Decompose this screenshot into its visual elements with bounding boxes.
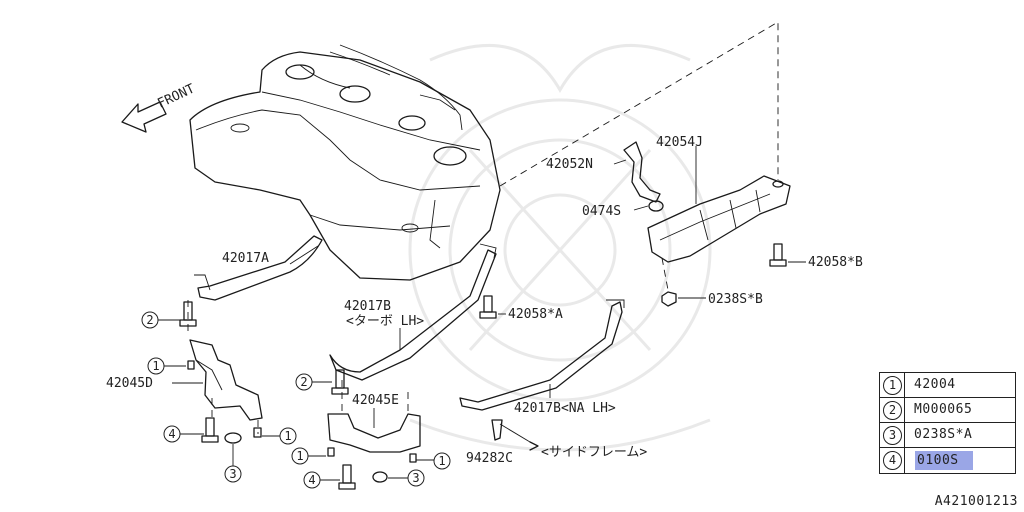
legend-part-number: M000065 — [914, 402, 973, 417]
svg-text:1: 1 — [296, 449, 303, 463]
label-42045d: 42045D — [106, 376, 153, 391]
label-42017b-na: 42017B<NA LH> — [514, 401, 616, 416]
svg-text:2: 2 — [146, 313, 153, 327]
label-42017b: 42017B — [344, 299, 391, 314]
strap-42017b-na: 42017B<NA LH> — [459, 299, 625, 416]
watermark-emblem — [408, 44, 712, 452]
legend-part-number: 42004 — [914, 377, 956, 392]
bracket-42045e: 42045E — [327, 369, 421, 490]
callout-2-mid: 2 — [295, 373, 332, 391]
svg-text:2: 2 — [300, 375, 307, 389]
svg-text:1: 1 — [284, 429, 291, 443]
legend-number: 4 — [883, 451, 902, 470]
svg-text:1: 1 — [438, 454, 445, 468]
legend-number: 3 — [883, 426, 902, 445]
label-94282c-note: <サイドフレーム> — [541, 445, 647, 460]
svg-text:3: 3 — [412, 471, 419, 485]
label-42017b-turbo-note: <ターボ LH> — [346, 314, 424, 329]
legend-row[interactable]: 1 42004 — [880, 373, 1015, 398]
label-42052n: 42052N — [546, 157, 593, 172]
label-42045e: 42045E — [352, 393, 399, 408]
label-42058b: 42058*B — [808, 255, 863, 270]
svg-text:3: 3 — [229, 467, 236, 481]
callout-3-mid: 3 — [388, 469, 425, 487]
bracket-42045d: 42045D — [106, 300, 263, 444]
bolt-42058b: 42058*B — [769, 243, 863, 270]
label-42017a: 42017A — [222, 251, 269, 266]
legend-row-selected[interactable]: 4 0100S — [880, 448, 1015, 473]
callout-3-left: 3 — [224, 444, 242, 483]
callout-1-mid-right: 1 — [416, 452, 451, 470]
label-42054j: 42054J — [656, 135, 703, 150]
svg-text:1: 1 — [152, 359, 159, 373]
callout-1-mid: 1 — [291, 447, 326, 465]
strap-42017b-turbo: 42017B <ターボ LH> — [329, 243, 497, 381]
svg-text:4: 4 — [308, 473, 315, 487]
label-94282c: 94282C — [466, 451, 513, 466]
label-0474s: 0474S — [582, 204, 621, 219]
fuel-tank — [189, 44, 501, 281]
callout-2-left: 2 — [141, 311, 180, 329]
clip-94282c: 94282C <サイドフレーム> — [466, 419, 647, 466]
parts-legend-table: 1 42004 2 M000065 3 0238S*A 4 0100S — [879, 372, 1016, 474]
legend-row[interactable]: 2 M000065 — [880, 398, 1015, 423]
callout-1-right: 1 — [262, 427, 297, 445]
front-arrow: FRONT — [121, 81, 197, 133]
callout-4-left: 4 — [163, 425, 204, 443]
label-42058a: 42058*A — [508, 307, 563, 322]
bracket-42052n: 42052N 0474S — [546, 141, 664, 219]
callout-4-mid: 4 — [303, 471, 340, 489]
heat-shield-42054j: 42054J — [647, 135, 791, 291]
legend-row[interactable]: 3 0238S*A — [880, 423, 1015, 448]
catalog-code: A421001213 — [934, 494, 1018, 509]
legend-number: 2 — [883, 401, 902, 420]
label-0238sb: 0238S*B — [708, 292, 763, 307]
strap-42017a: 42017A — [194, 235, 323, 301]
callout-1-left: 1 — [147, 357, 186, 375]
bolt-42058a: 42058*A — [479, 295, 563, 322]
legend-part-number: 0238S*A — [914, 427, 973, 442]
front-label: FRONT — [155, 81, 197, 111]
legend-part-number-selected: 0100S — [915, 451, 973, 470]
svg-text:4: 4 — [168, 427, 175, 441]
nut-0238sb: 0238S*B — [661, 291, 763, 307]
legend-number: 1 — [883, 376, 902, 395]
